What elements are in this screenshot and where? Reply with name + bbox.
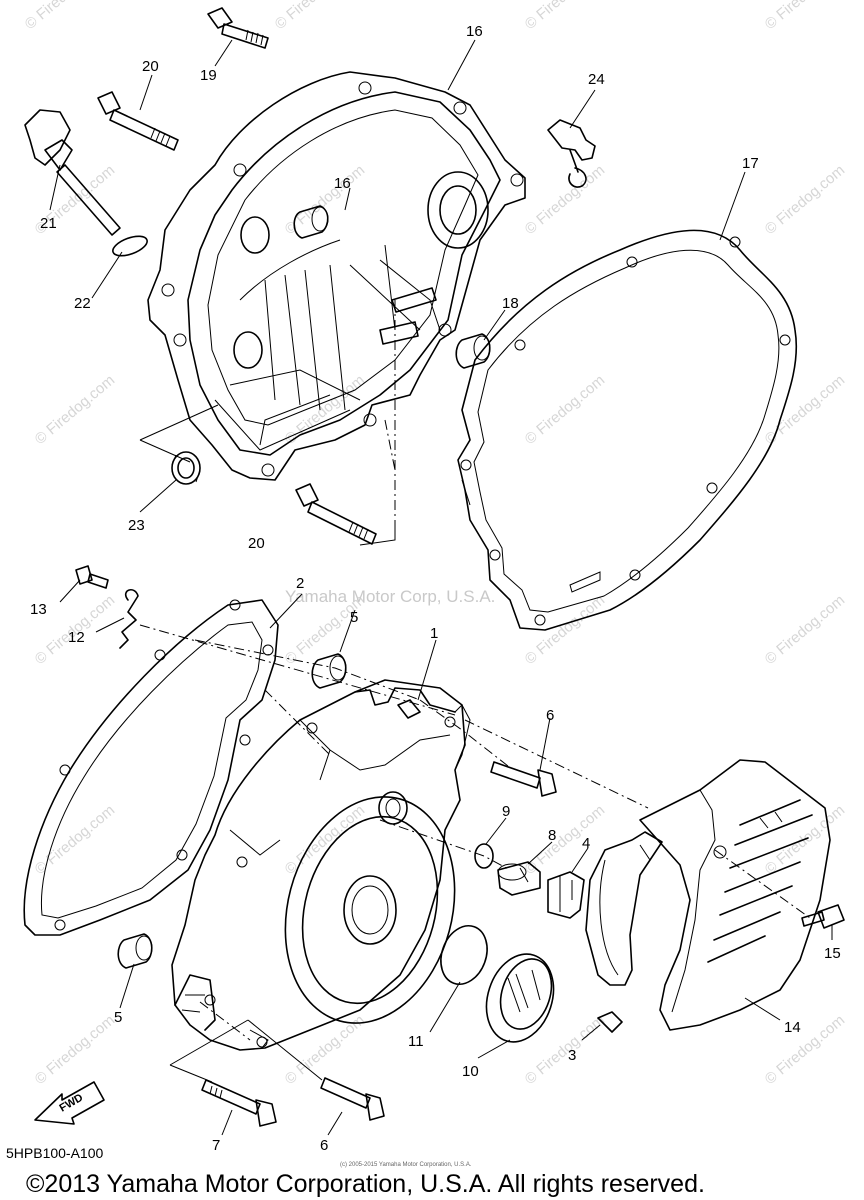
label-20-top: 20 (142, 58, 159, 75)
watermark: © Firedog.com (762, 0, 848, 33)
forward-direction-arrow[interactable]: FWD (34, 1081, 105, 1125)
watermark: © Firedog.com (762, 162, 848, 238)
bolt-7 (201, 1079, 277, 1127)
small-print: (c) 2005-2015 Yamaha Motor Corporation, … (340, 1162, 472, 1168)
watermark: © Firedog.com (762, 1012, 848, 1088)
seal-3 (585, 831, 663, 1033)
label-8: 8 (548, 827, 556, 844)
label-11: 11 (408, 1033, 424, 1050)
label-6-bottom: 6 (320, 1137, 328, 1154)
assembly-lines-lower (139, 624, 811, 1083)
watermark: © Firedog.com (32, 1012, 118, 1088)
label-20-bottom: 20 (248, 535, 265, 552)
o-ring-22 (112, 235, 148, 257)
label-13: 13 (30, 601, 47, 618)
watermark: © Firedog.com (32, 372, 118, 448)
label-24: 24 (588, 71, 605, 88)
watermark: © Firedog.com (522, 162, 608, 238)
watermark: © Firedog.com (22, 0, 108, 33)
guard-cover-14 (639, 759, 831, 1031)
label-7: 7 (212, 1137, 220, 1154)
crankcase-cover-1 (171, 679, 471, 1051)
bolt-20-lower (295, 483, 377, 545)
cap-10 (485, 953, 555, 1043)
part-number-labels: 16 19 20 24 17 16 21 22 18 23 20 2 13 12… (30, 23, 841, 1154)
label-5-top: 5 (350, 609, 358, 626)
diagram-code: 5HPB100-A100 (6, 1145, 104, 1161)
oil-dipstick-21 (24, 109, 121, 236)
dowel-18 (455, 333, 491, 369)
label-6-right: 6 (546, 707, 554, 724)
spring-12 (119, 589, 139, 649)
watermark: © Firedog.com (522, 0, 608, 33)
label-1: 1 (430, 625, 438, 642)
bolt-6-upper (490, 761, 557, 797)
assembly-lines-upper (139, 300, 396, 546)
label-16-top: 16 (466, 23, 483, 40)
center-watermark: Yamaha Motor Corp, U.S.A. (285, 587, 495, 606)
screw-13 (75, 565, 109, 589)
label-18: 18 (502, 295, 519, 312)
screw-15 (801, 904, 845, 929)
dowel-5-lower (117, 933, 153, 969)
oil-seal-23 (171, 451, 201, 485)
label-9: 9 (502, 803, 510, 820)
gasket-2 (23, 599, 279, 936)
label-15: 15 (824, 945, 841, 962)
label-16-mid: 16 (334, 175, 351, 192)
label-17: 17 (742, 155, 759, 172)
label-19: 19 (200, 67, 217, 84)
leader-lines (49, 39, 833, 1136)
watermark: © Firedog.com (282, 802, 368, 878)
bracket-24 (547, 119, 596, 188)
label-23: 23 (128, 517, 145, 534)
label-21: 21 (40, 215, 57, 232)
o-ring-11 (440, 925, 488, 985)
bolt-6-lower (320, 1077, 385, 1121)
gasket-17 (457, 229, 798, 631)
label-12: 12 (68, 629, 85, 646)
watermark: © Firedog.com (32, 802, 118, 878)
bolt-20-upper (97, 91, 179, 151)
copyright-notice: ©2013 Yamaha Motor Corporation, U.S.A. A… (26, 1170, 705, 1198)
label-14: 14 (784, 1019, 801, 1036)
watermark-layer: © Firedog.com © Firedog.com © Firedog.co… (22, 0, 848, 1088)
label-4: 4 (582, 835, 590, 852)
label-5-bottom: 5 (114, 1009, 122, 1026)
o-ring-9 (474, 843, 494, 869)
bolt-19 (207, 7, 269, 49)
label-22: 22 (74, 295, 91, 312)
label-3: 3 (568, 1047, 576, 1064)
watermark: © Firedog.com (272, 0, 358, 33)
label-10: 10 (462, 1063, 479, 1080)
crankcase-cover-upper (147, 71, 526, 481)
plug-8 (497, 861, 541, 896)
label-2: 2 (296, 575, 304, 592)
watermark: © Firedog.com (762, 592, 848, 668)
bracket-4 (547, 871, 585, 919)
watermark: © Firedog.com (522, 372, 608, 448)
